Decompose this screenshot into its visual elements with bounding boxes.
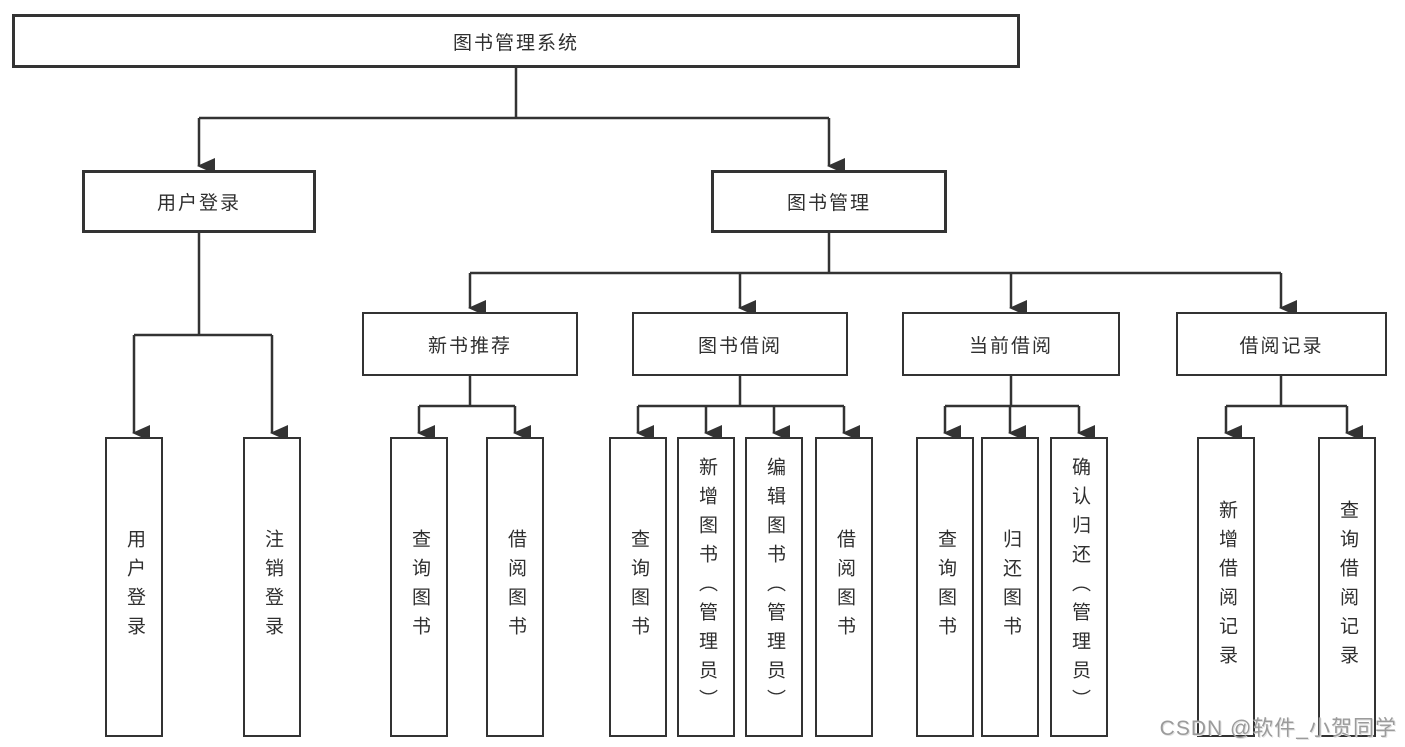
leaf-current-confirm-return-admin: 确认归还（管理员） <box>1050 437 1108 737</box>
leaf-user-login: 用户登录 <box>105 437 163 737</box>
leaf-borrow-borrow-book: 借阅图书 <box>815 437 873 737</box>
leaf-current-return-book: 归还图书 <box>981 437 1039 737</box>
node-book-borrow: 图书借阅 <box>632 312 848 376</box>
connector-root-split <box>199 68 829 120</box>
node-book-management: 图书管理 <box>711 170 947 233</box>
connector-user-login-split <box>134 233 272 337</box>
connector-book-borrow-split <box>638 376 844 408</box>
leaf-records-query-borrow-record: 查询借阅记录 <box>1318 437 1376 737</box>
node-library-management-system: 图书管理系统 <box>12 14 1020 68</box>
node-current-borrow: 当前借阅 <box>902 312 1120 376</box>
csdn-watermark: CSDN @软件_小贺同学 <box>1159 717 1397 740</box>
leaf-current-query-book: 查询图书 <box>916 437 974 737</box>
connector-book-management-split <box>470 233 1281 275</box>
connector-borrow-records-split <box>1226 376 1347 408</box>
leaf-borrow-edit-book-admin: 编辑图书（管理员） <box>745 437 803 737</box>
node-user-login: 用户登录 <box>82 170 316 233</box>
leaf-borrow-query-book: 查询图书 <box>609 437 667 737</box>
node-borrow-records: 借阅记录 <box>1176 312 1387 376</box>
leaf-borrow-add-book-admin: 新增图书（管理员） <box>677 437 735 737</box>
connector-new-book-split <box>419 376 515 408</box>
leaf-records-add-borrow-record: 新增借阅记录 <box>1197 437 1255 737</box>
leaf-logout: 注销登录 <box>243 437 301 737</box>
leaf-newbook-borrow-book: 借阅图书 <box>486 437 544 737</box>
node-new-book-recommend: 新书推荐 <box>362 312 578 376</box>
leaf-newbook-query-book: 查询图书 <box>390 437 448 737</box>
connector-current-borrow-split <box>945 376 1079 408</box>
